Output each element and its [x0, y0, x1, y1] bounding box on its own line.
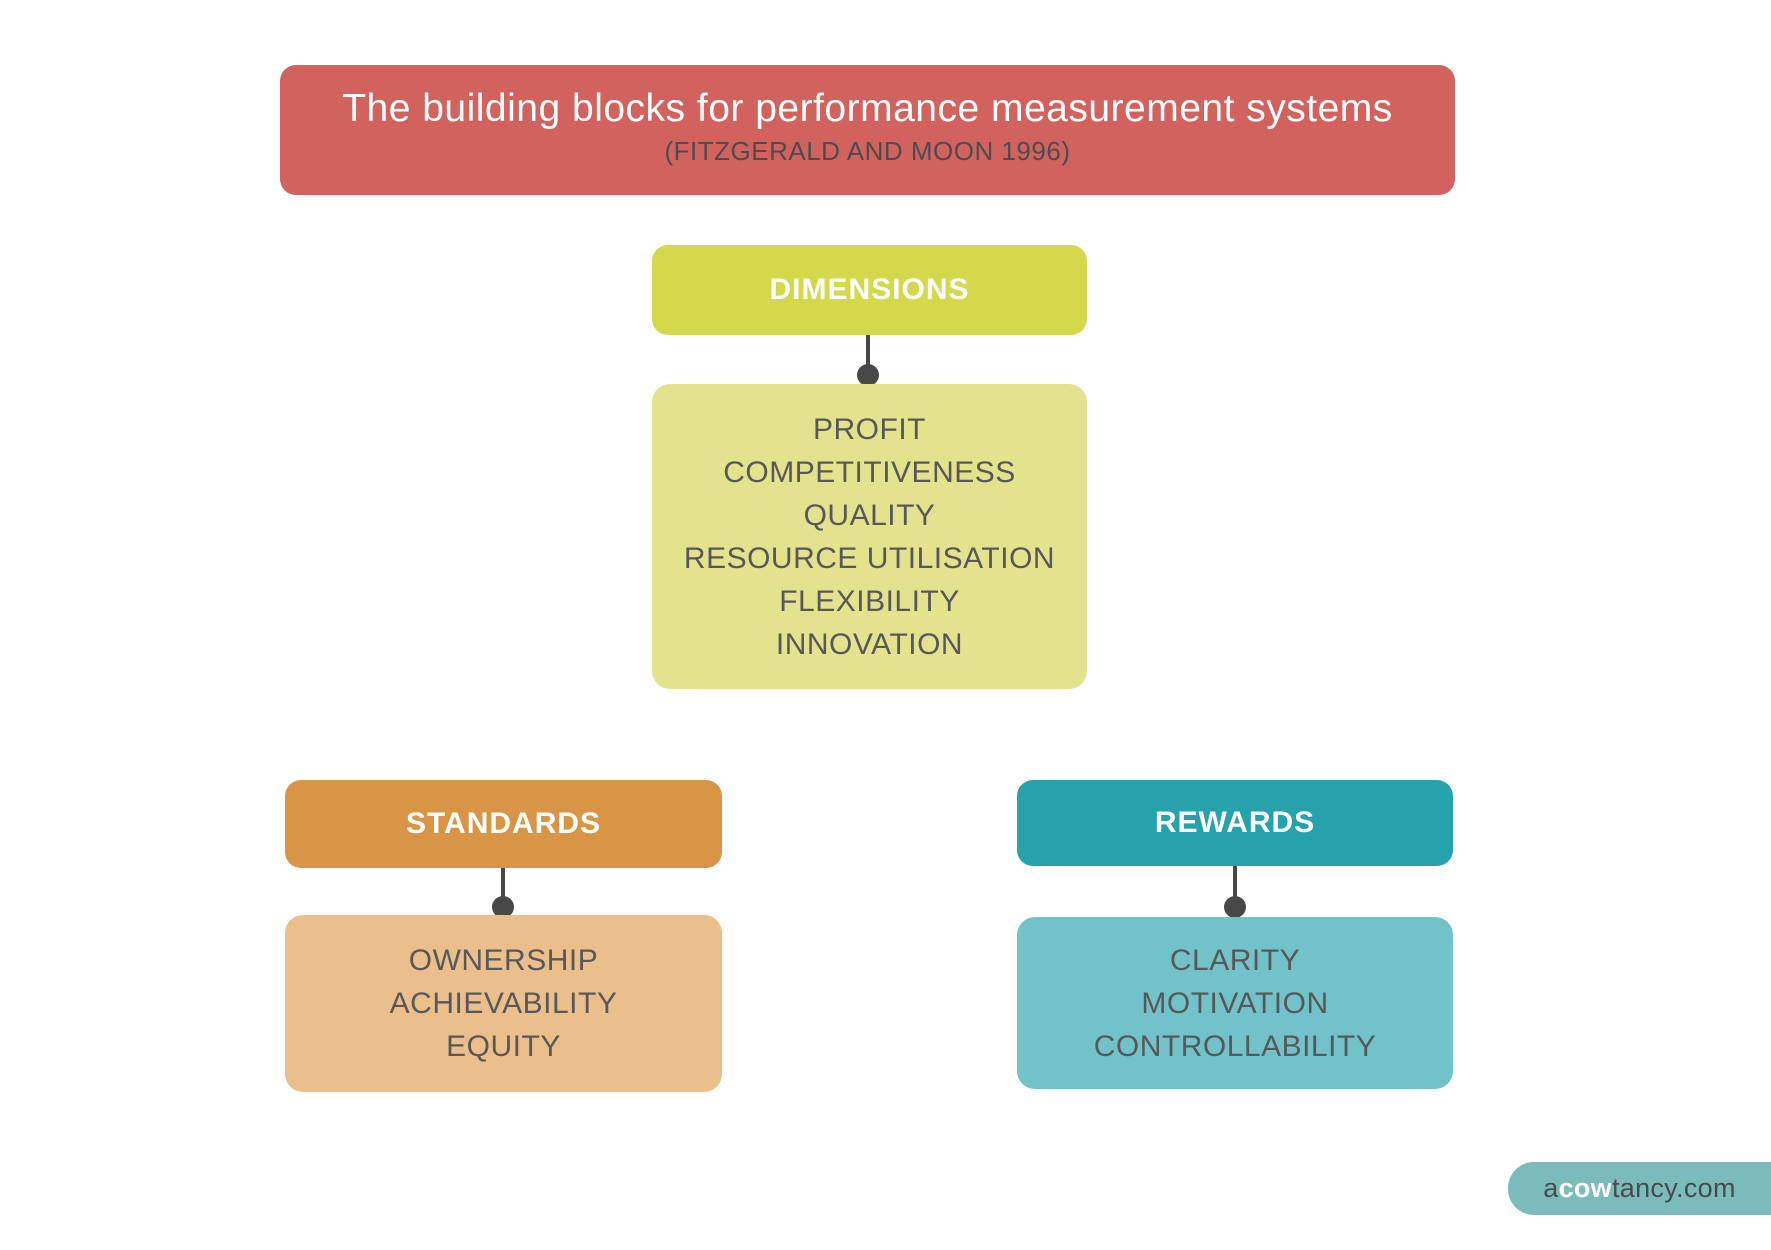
dimensions-item-list: PROFIT COMPETITIVENESS QUALITY RESOURCE UTI… — [652, 384, 1087, 689]
dimensions-connector-dot — [857, 364, 879, 386]
list-item: INNOVATION — [775, 627, 964, 661]
list-item: EQUITY — [446, 1030, 561, 1063]
dimensions-connector-line — [866, 335, 870, 369]
dimensions-label: DIMENSIONS — [769, 273, 970, 306]
standards-connector-line — [501, 868, 505, 898]
list-item: CONTROLLABILITY — [1093, 1029, 1377, 1063]
list-item: MOTIVATION — [1141, 986, 1329, 1020]
list-item: FLEXIBILITY — [779, 584, 960, 618]
standards-label: STANDARDS — [405, 807, 602, 840]
logo-highlight: cow — [1558, 1173, 1612, 1203]
rewards-item-list: CLARITY MOTIVATION CONTROLLABILITY — [1017, 917, 1453, 1089]
logo-suffix: tancy.com — [1612, 1173, 1736, 1203]
standards-header: STANDARDS — [285, 780, 722, 868]
standards-item-list: OWNERSHIP ACHIEVABILITY EQUITY — [285, 915, 722, 1092]
list-item: QUALITY — [803, 498, 936, 532]
list-item: PROFIT — [813, 412, 926, 446]
rewards-connector-dot — [1224, 896, 1246, 918]
rewards-connector-line — [1233, 866, 1237, 898]
list-item: RESOURCE UTILISATION — [683, 541, 1056, 575]
page-subtitle: (FITZGERALD AND MOON 1996) — [664, 135, 1071, 166]
rewards-label: REWARDS — [1154, 806, 1316, 839]
list-item: OWNERSHIP — [408, 944, 599, 977]
list-item: CLARITY — [1169, 943, 1301, 977]
dimensions-header: DIMENSIONS — [652, 245, 1087, 335]
title-banner: The building blocks for performance meas… — [280, 65, 1455, 195]
standards-connector-dot — [492, 896, 514, 918]
list-item: COMPETITIVENESS — [723, 455, 1016, 489]
list-item: ACHIEVABILITY — [389, 987, 618, 1020]
page-title: The building blocks for performance meas… — [342, 87, 1393, 131]
logo-prefix: a — [1543, 1173, 1559, 1203]
rewards-header: REWARDS — [1017, 780, 1453, 866]
